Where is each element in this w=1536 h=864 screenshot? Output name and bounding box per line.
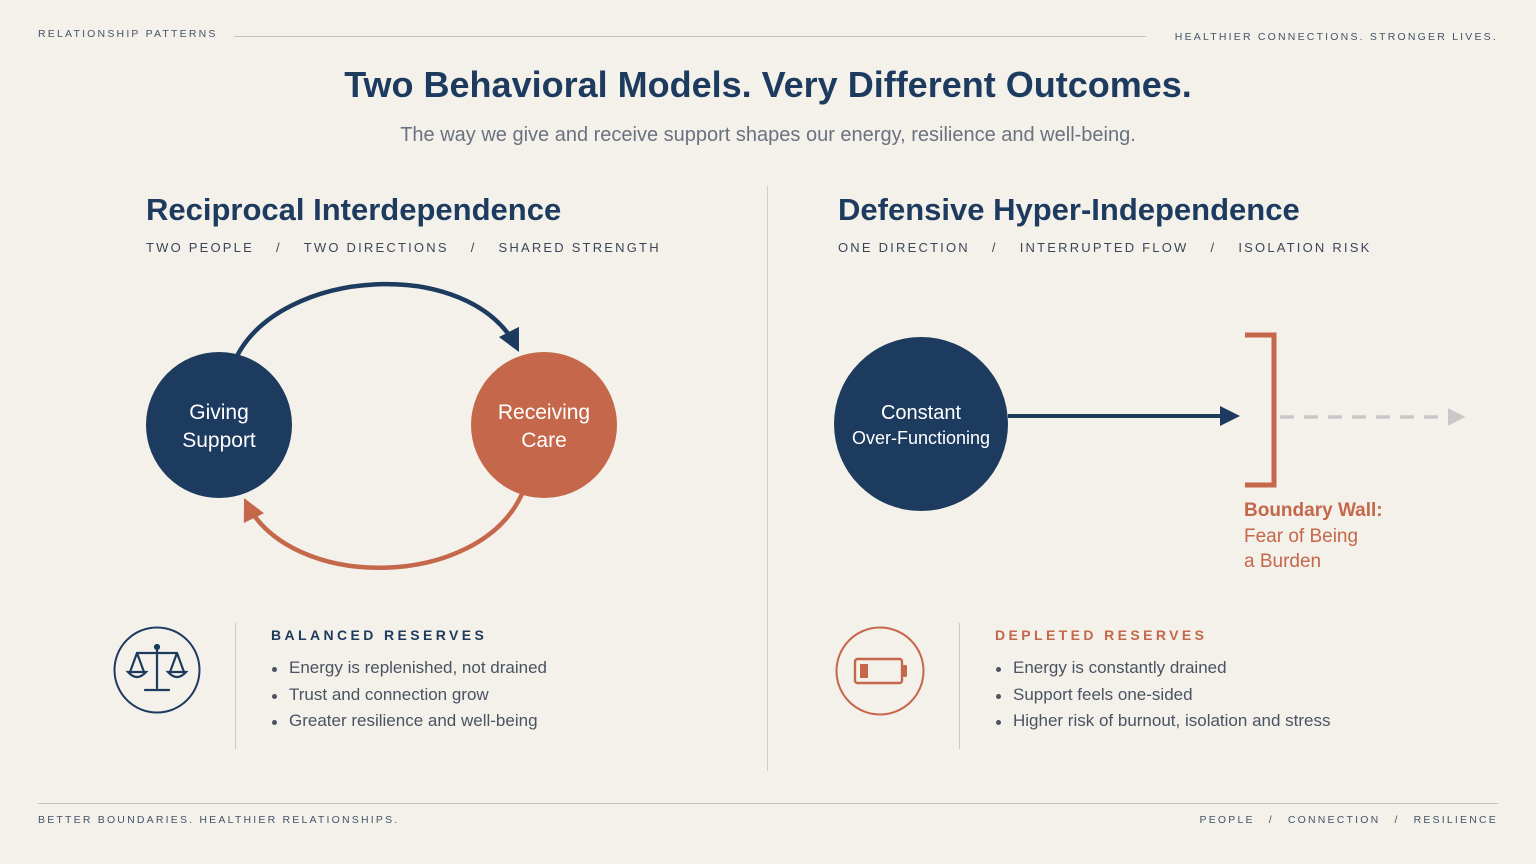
- footer-tag: CONNECTION: [1287, 814, 1381, 826]
- over-functioning-line1: Constant: [881, 402, 961, 424]
- footer-right-labels: PEOPLE / CONNECTION / RESILIENCE: [1199, 814, 1498, 826]
- boundary-wall-line2: a Burden: [1244, 551, 1322, 572]
- footer-rule: [38, 803, 1498, 804]
- depleted-reserves-list: Energy is constantly drained Support fee…: [995, 655, 1331, 735]
- footer-separator: /: [1394, 814, 1400, 826]
- right-reserves-rule: [959, 623, 960, 749]
- footer-tag: PEOPLE: [1199, 814, 1255, 826]
- page-title: Two Behavioral Models. Very Different Ou…: [344, 64, 1192, 105]
- list-item: Energy is constantly drained: [995, 655, 1331, 682]
- page-subtitle: The way we give and receive support shap…: [400, 124, 1136, 146]
- left-tag: TWO DIRECTIONS: [303, 240, 449, 255]
- tag-separator: /: [275, 240, 282, 255]
- balanced-reserves-list: Energy is replenished, not drained Trust…: [271, 655, 547, 735]
- left-section-tags: TWO PEOPLE / TWO DIRECTIONS / SHARED STR…: [146, 240, 661, 255]
- footer-tag: RESILIENCE: [1413, 814, 1498, 826]
- list-item: Energy is replenished, not drained: [271, 655, 547, 682]
- boundary-wall-title: Boundary Wall:: [1244, 500, 1383, 521]
- header-left-label: RELATIONSHIP PATTERNS: [38, 28, 218, 40]
- over-functioning-line2: Over-Functioning: [852, 428, 990, 448]
- boundary-wall-bracket: [1245, 332, 1277, 488]
- right-section-title: Defensive Hyper-Independence: [838, 192, 1300, 227]
- bottom-flow-arrow: [243, 493, 525, 570]
- depleted-reserves-panel: DEPLETED RESERVES Energy is constantly d…: [995, 627, 1331, 735]
- left-tag: SHARED STRENGTH: [498, 240, 661, 255]
- giving-support-node: Giving Support: [146, 352, 292, 498]
- right-tag: INTERRUPTED FLOW: [1019, 240, 1189, 255]
- footer-separator: /: [1268, 814, 1274, 826]
- receiving-node-line2: Care: [521, 429, 567, 452]
- boundary-wall-line1: Fear of Being: [1244, 525, 1359, 547]
- tag-separator: /: [470, 240, 477, 255]
- center-divider: [767, 186, 768, 771]
- scales-icon: [113, 626, 201, 714]
- right-tag: ONE DIRECTION: [838, 240, 970, 255]
- left-tag: TWO PEOPLE: [146, 240, 254, 255]
- list-item: Higher risk of burnout, isolation and st…: [995, 708, 1331, 735]
- low-battery-icon: [835, 626, 925, 716]
- depleted-reserves-title: DEPLETED RESERVES: [995, 627, 1208, 643]
- footer-left-label: BETTER BOUNDARIES. HEALTHIER RELATIONSHI…: [38, 814, 400, 826]
- right-tag: ISOLATION RISK: [1238, 240, 1372, 255]
- balanced-reserves-panel: BALANCED RESERVES Energy is replenished,…: [271, 627, 547, 735]
- tag-separator: /: [991, 240, 998, 255]
- header-rule: [234, 36, 1146, 37]
- list-item: Support feels one-sided: [995, 682, 1331, 709]
- list-item: Greater resilience and well-being: [271, 708, 547, 735]
- left-section-title: Reciprocal Interdependence: [146, 192, 562, 227]
- right-section-tags: ONE DIRECTION / INTERRUPTED FLOW / ISOLA…: [838, 240, 1371, 255]
- list-item: Trust and connection grow: [271, 682, 547, 709]
- giving-node-line2: Support: [182, 429, 256, 452]
- boundary-wall-label: Boundary Wall: Fear of Being a Burden: [1244, 498, 1383, 575]
- receiving-care-node: Receiving Care: [471, 352, 617, 498]
- top-flow-arrow: [233, 281, 520, 359]
- balanced-reserves-title: BALANCED RESERVES: [271, 627, 488, 643]
- left-reserves-rule: [235, 623, 236, 749]
- tag-separator: /: [1210, 240, 1217, 255]
- header-right-label: HEALTHIER CONNECTIONS. STRONGER LIVES.: [1174, 31, 1498, 43]
- giving-node-line1: Giving: [189, 401, 249, 424]
- over-functioning-node: Constant Over-Functioning: [834, 337, 1008, 511]
- receiving-node-line1: Receiving: [498, 401, 590, 424]
